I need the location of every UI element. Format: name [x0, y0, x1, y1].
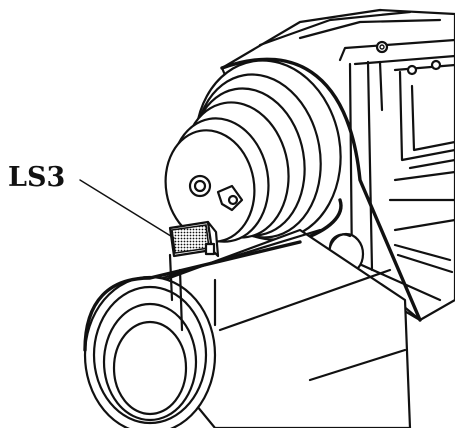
- pulley-assembly: [164, 57, 422, 322]
- ls3-label: LS3: [8, 162, 65, 193]
- ls3-leader-line: [79, 179, 175, 239]
- ls3-sensor: [168, 220, 220, 258]
- motor-body: [83, 228, 412, 428]
